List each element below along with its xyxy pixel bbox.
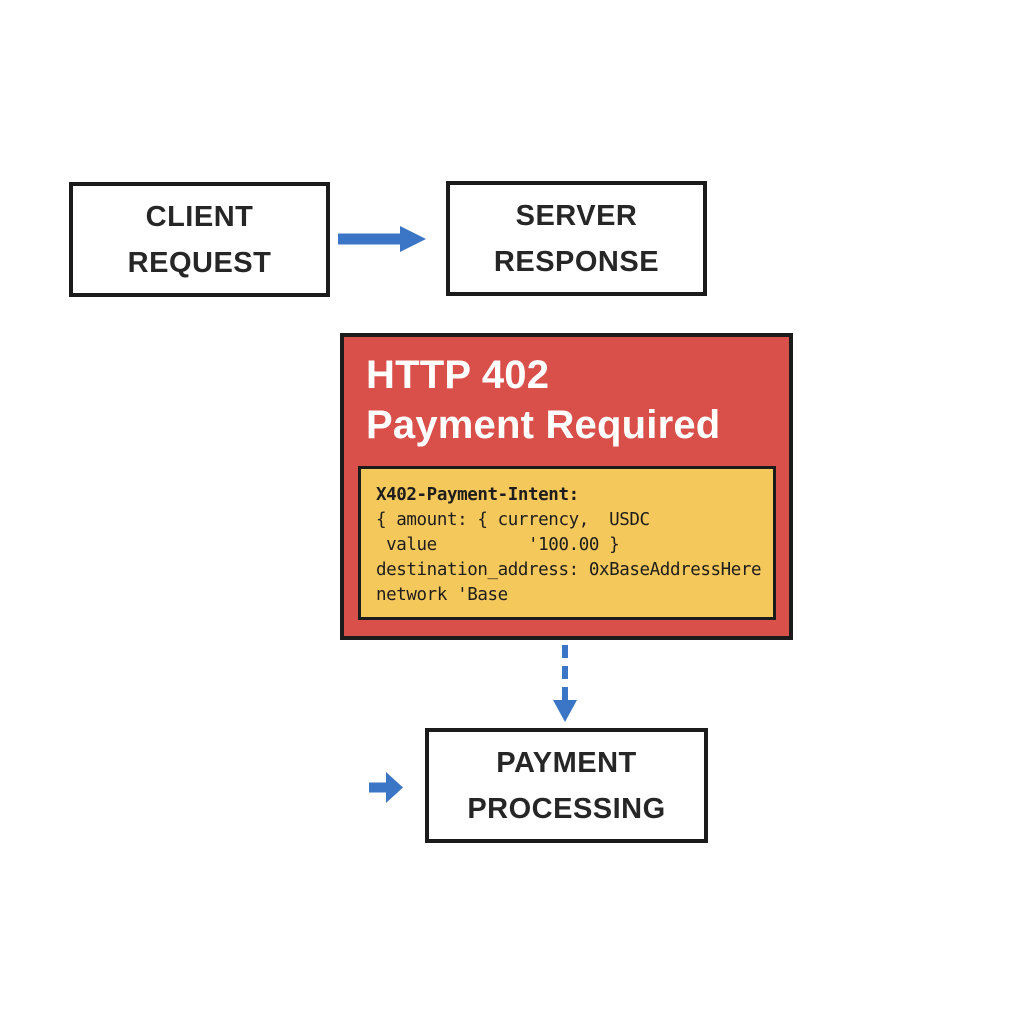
- code-line-destination: destination_address: 0xBaseAddressHere: [376, 560, 762, 580]
- server-response-label-line1: SERVER: [515, 199, 638, 232]
- http-402-panel: HTTP 402 Payment Required X402-Payment-I…: [340, 333, 793, 640]
- payment-processing-label-line1: PAYMENT: [496, 746, 637, 779]
- client-request-label-line2: REQUEST: [127, 246, 272, 279]
- payment-processing-label-line2: PROCESSING: [467, 792, 666, 825]
- small-right-arrow-icon: [369, 772, 403, 803]
- right-arrow-icon: [338, 226, 426, 252]
- client-request-box: CLIENT REQUEST: [69, 182, 330, 297]
- payment-processing-box: PAYMENT PROCESSING: [425, 728, 708, 843]
- server-response-label-line2: RESPONSE: [493, 245, 660, 278]
- code-line-network: network 'Base: [376, 585, 508, 605]
- code-line-header: X402-Payment-Intent:: [376, 485, 579, 505]
- client-request-label-line1: CLIENT: [145, 200, 254, 233]
- http-402-title-line1: HTTP 402: [366, 353, 550, 397]
- down-dashed-arrow-icon: [553, 645, 577, 722]
- code-line-value: value '100.00 }: [376, 535, 620, 555]
- http-402-title: HTTP 402 Payment Required: [344, 337, 789, 450]
- server-response-box: SERVER RESPONSE: [446, 181, 707, 296]
- code-line-amount: { amount: { currency, USDC: [376, 510, 650, 530]
- payment-intent-code-box: X402-Payment-Intent: { amount: { currenc…: [358, 466, 776, 620]
- http-402-title-line2: Payment Required: [366, 403, 721, 447]
